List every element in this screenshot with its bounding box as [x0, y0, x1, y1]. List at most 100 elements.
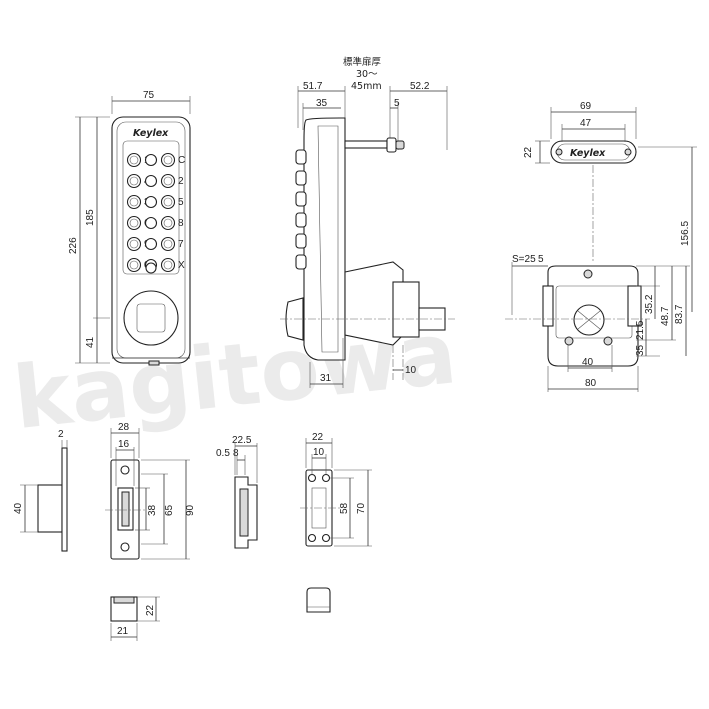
- keypad-button: [126, 173, 142, 189]
- back-view: S=25 5 35.2 48.7 83.7 21.5 35 40: [505, 254, 690, 392]
- keypad-button-label: 5: [178, 197, 184, 208]
- strike-dim-65: 65: [164, 504, 175, 516]
- latch-dim-face: 40: [13, 502, 24, 514]
- back-screw-top: [583, 269, 593, 279]
- side-outer-body: [303, 117, 346, 361]
- plate-screw-tr: [321, 473, 331, 483]
- plate-dim-58: 58: [339, 502, 350, 514]
- side-button: [295, 233, 307, 249]
- back-dim-352: 35.2: [644, 294, 655, 314]
- side-dim-inner-right: 5: [394, 98, 400, 109]
- keypad-button: [160, 215, 176, 231]
- back-dim-outer-width: 80: [585, 378, 597, 389]
- latch-body: [37, 484, 63, 533]
- keypad-button-rim: [129, 260, 139, 270]
- keypad-button-label: 2: [178, 176, 184, 187]
- top-dim-inner: 47: [580, 118, 592, 129]
- keypad-button-center: [144, 195, 158, 209]
- side-spindle: [344, 140, 388, 149]
- side-button: [295, 254, 307, 270]
- door-thickness-label-1: 標準扉厚: [343, 56, 382, 68]
- keypad: 1C423568970X: [126, 152, 185, 274]
- side-screw-head: [386, 137, 397, 153]
- strike-dim-38: 38: [147, 504, 158, 516]
- side-view: 標準扉厚 30～ 45mm 51.7 52.2 35 5: [280, 56, 455, 388]
- top-dim-width: 69: [580, 101, 592, 112]
- small-box-dim-22: 22: [145, 604, 156, 616]
- top-screw-right: [624, 148, 632, 156]
- keypad-button-rim: [163, 239, 173, 249]
- back-latch-right: [627, 285, 642, 327]
- keypad-button: [160, 257, 176, 273]
- keypad-button: [160, 152, 176, 168]
- side-button: [295, 212, 307, 228]
- back-dim-487: 48.7: [660, 306, 671, 326]
- side-dim-inner-left: 35: [316, 98, 328, 109]
- back-dim-backset: S=25: [512, 254, 536, 265]
- side-dim-outer-left: 51.7: [303, 81, 323, 92]
- mounting-plate-view: 22 10 58 70: [300, 432, 372, 547]
- side-screw-tip: [395, 140, 405, 150]
- plate-dim-22: 22: [312, 432, 324, 443]
- side-inner-mechanism: [392, 281, 420, 338]
- front-dim-bottom: 41: [85, 336, 96, 348]
- keypad-button-center: [144, 174, 158, 188]
- side-dim-spindle: 10: [405, 365, 417, 376]
- side-button-stack: [295, 149, 307, 270]
- side-dim-outer-right: 52.2: [410, 81, 430, 92]
- keypad-button-rim: [163, 260, 173, 270]
- top-body: [550, 140, 637, 164]
- strike-view: 28 16 38 65 90: [105, 422, 196, 560]
- plate-screw-bl: [307, 533, 317, 543]
- keypad-button-rim: [129, 218, 139, 228]
- front-dim-keypad-height: 185: [85, 209, 96, 226]
- keypad-button-center: [144, 216, 158, 230]
- back-screw-left: [564, 336, 574, 346]
- strike-screw-bottom: [120, 542, 130, 552]
- keypad-button-label: C: [178, 155, 185, 166]
- plate-screw-tl: [307, 473, 317, 483]
- keypad-button-center: [144, 153, 158, 167]
- front-dim-height: 226: [68, 237, 79, 254]
- back-dim-215: 21.5: [635, 320, 646, 340]
- keypad-button: [126, 152, 142, 168]
- keypad-button-rim: [129, 197, 139, 207]
- top-brand-logo: Keylex: [570, 148, 606, 159]
- keypad-button-label: 8: [178, 218, 184, 229]
- back-latch-left: [542, 285, 554, 327]
- keypad-button: [126, 215, 142, 231]
- keypad-button-label: X: [178, 260, 185, 271]
- keypad-button-center: [144, 237, 158, 251]
- front-dim-width: 75: [143, 90, 155, 101]
- plate-dim-10: 10: [313, 447, 325, 458]
- strike-dim-28: 28: [118, 422, 130, 433]
- strike-box-dim-225: 22.5: [232, 435, 252, 446]
- plate-dim-70: 70: [356, 502, 367, 514]
- keypad-button: [160, 173, 176, 189]
- thumb-knob-grip: [136, 303, 166, 333]
- keypad-button-rim: [129, 239, 139, 249]
- keypad-button-rim: [163, 218, 173, 228]
- strike-dim-90: 90: [185, 504, 196, 516]
- back-dim-offset: 5: [538, 254, 544, 265]
- small-box-dim-21: 21: [117, 626, 129, 637]
- keypad-button: [126, 194, 142, 210]
- thumb-knob: [123, 290, 179, 346]
- back-dim-35: 35: [635, 344, 646, 356]
- back-screw-right: [603, 336, 613, 346]
- small-box-view: 22 21: [110, 596, 160, 641]
- side-button: [295, 149, 307, 165]
- keypad-button-rim: [163, 176, 173, 186]
- keypad-button-rim: [129, 176, 139, 186]
- keypad-button-rim: [129, 155, 139, 165]
- side-button: [295, 170, 307, 186]
- strike-screw-top: [120, 465, 130, 475]
- strike-box-dim-05: 0.5: [216, 448, 230, 459]
- door-thickness-label-2: 30～: [356, 69, 378, 80]
- brand-logo: Keylex: [133, 128, 169, 139]
- top-dim-height: 22: [523, 146, 534, 158]
- keypad-button-rim: [163, 197, 173, 207]
- keypad-panel: [122, 140, 180, 275]
- keypad-clear-button: [145, 262, 157, 274]
